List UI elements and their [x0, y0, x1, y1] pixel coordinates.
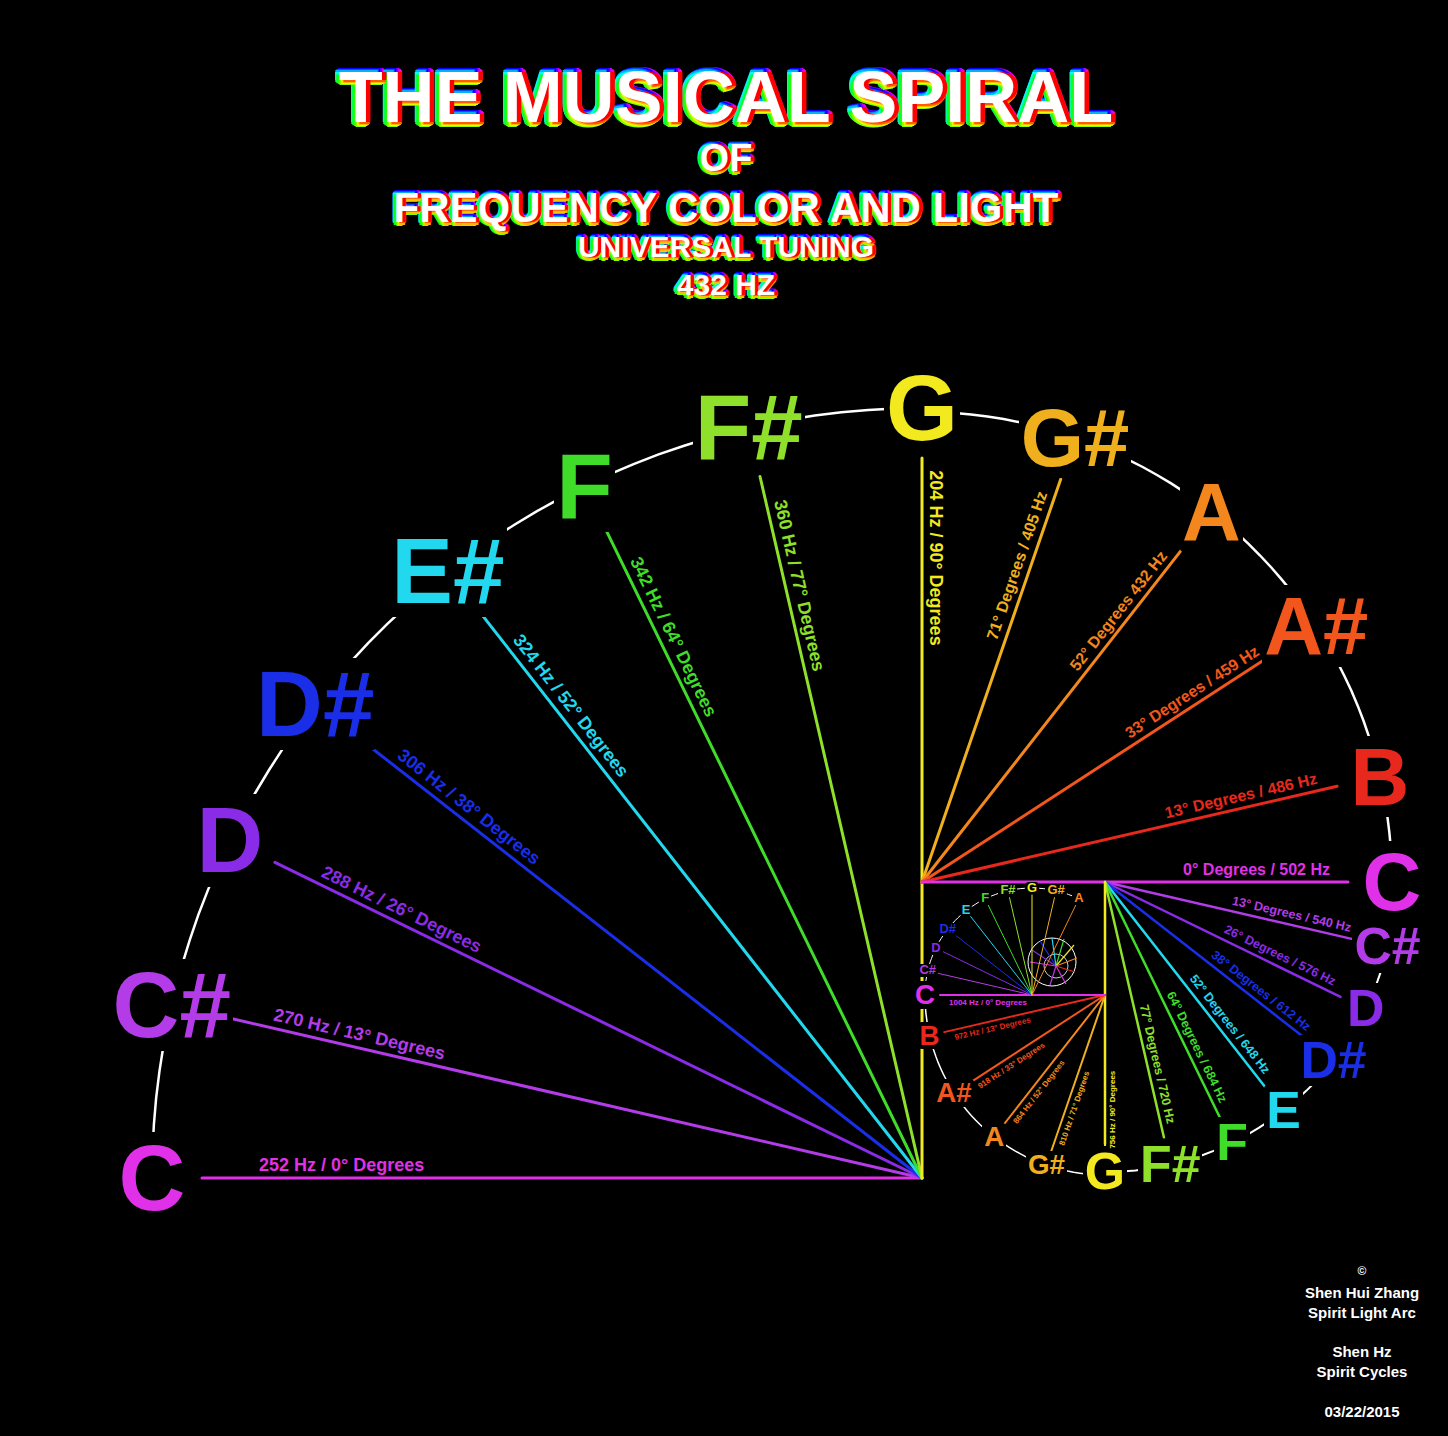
note-letter: G — [1083, 1146, 1127, 1198]
frequency-label: 270 Hz / 13° Degrees — [270, 1004, 449, 1064]
frequency-label: 71° Degrees / 405 Hz — [983, 487, 1052, 644]
ray-line — [606, 531, 922, 1178]
ray-line — [1032, 905, 1076, 995]
frequency-label: 972 Hz / 13° Degrees — [952, 1015, 1034, 1042]
swirl-ray — [1050, 966, 1056, 985]
note-letter: B — [918, 1022, 942, 1050]
note-letter: F# — [693, 381, 805, 474]
swirl-ray — [1056, 966, 1066, 984]
note-letter: F# — [998, 884, 1017, 897]
title: THE MUSICAL SPIRAL — [339, 61, 1114, 133]
note-letter: F# — [1138, 1139, 1202, 1191]
frequency-label: 864 Hz / 52° Degrees — [1010, 1057, 1068, 1127]
credit-text: 03/22/2015 — [1324, 1404, 1399, 1421]
subtitle: UNIVERSAL TUNING — [578, 232, 874, 262]
ray-line — [1032, 895, 1033, 995]
subtitle: OF — [700, 139, 753, 177]
ray-line — [202, 1177, 922, 1180]
ray-line — [988, 905, 1032, 995]
note-letter: F — [1214, 1117, 1250, 1169]
ray-line — [922, 650, 1279, 882]
frequency-label: 360 Hz / 77° Degrees — [769, 496, 829, 675]
spiral-arc — [1105, 882, 1395, 1172]
note-letter: A# — [934, 1079, 973, 1107]
frequency-label: 810 Hz / 71° Degrees — [1056, 1068, 1091, 1148]
note-letter: A — [1180, 471, 1243, 552]
note-letter: C — [913, 981, 937, 1009]
frequency-label: 204 Hz / 90° Degrees — [925, 468, 946, 647]
note-letter: C# — [111, 959, 233, 1052]
note-letter: F — [554, 440, 615, 533]
note-letter: E — [1264, 1085, 1303, 1137]
note-letter: C — [117, 1132, 188, 1225]
credit-text: Spirit Light Arc — [1308, 1305, 1416, 1322]
frequency-label: 288 Hz / 26° Degrees — [317, 861, 487, 958]
credit-text: Shen Hui Zhang — [1305, 1285, 1419, 1302]
credit-text: Spirit Cycles — [1317, 1364, 1408, 1381]
spiral-arc — [925, 888, 1079, 995]
credit-text: Shen Hz — [1332, 1344, 1391, 1361]
ray-line — [922, 786, 1337, 882]
ray-line — [944, 995, 1105, 1032]
note-letter: G# — [1045, 884, 1066, 897]
note-letter: F — [979, 892, 991, 905]
note-letter: D# — [937, 923, 958, 936]
ray-line — [1010, 898, 1033, 995]
note-letter: E# — [389, 525, 506, 618]
frequency-label: 306 Hz / 38° Degrees — [392, 744, 546, 871]
ray-line — [1104, 995, 1106, 1160]
frequency-label: 252 Hz / 0° Degrees — [257, 1154, 426, 1175]
subtitle: FREQUENCY COLOR AND LIGHT — [393, 187, 1058, 229]
credit-text: © — [1358, 1265, 1367, 1278]
note-letter: A — [982, 1123, 1006, 1151]
frequency-label: 756 Hz / 90° Degrees — [1108, 1069, 1117, 1151]
note-letter: A — [1072, 892, 1085, 905]
note-letter: C# — [1352, 921, 1422, 973]
note-letter: C — [1361, 841, 1424, 922]
frequency-label: 33° Degrees / 459 Hz — [1120, 641, 1264, 743]
swirl-ring — [1028, 938, 1076, 986]
ray-line — [1105, 882, 1341, 997]
subtitle: 432 HZ — [677, 270, 775, 300]
spiral-arc — [925, 995, 1105, 1175]
frequency-label: 918 Hz / 33° Degrees — [974, 1039, 1048, 1091]
note-letter: G# — [1019, 397, 1132, 478]
note-letter: G — [884, 362, 960, 455]
note-letter: G# — [1026, 1151, 1067, 1179]
note-letter: A# — [1262, 585, 1370, 666]
frequency-label: 0° Degrees / 502 Hz — [1181, 861, 1332, 879]
note-letter: D — [1345, 983, 1386, 1035]
note-letter: D — [929, 942, 942, 955]
frequency-label: 77° Degrees / 720 Hz — [1136, 1001, 1178, 1127]
ray-line — [940, 994, 1105, 996]
ray-line — [760, 477, 922, 1179]
note-letter: D# — [1298, 1035, 1368, 1087]
spiral-arc — [152, 408, 922, 1178]
frequency-label: 13° Degrees / 486 Hz — [1161, 769, 1321, 823]
ray-line — [275, 862, 922, 1178]
frequency-label: 13° Degrees / 540 Hz — [1229, 893, 1355, 935]
note-letter: G — [1025, 882, 1039, 895]
frequency-label: 324 Hz / 52° Degrees — [507, 629, 634, 783]
note-letter: C# — [917, 964, 938, 977]
spiral-arc — [922, 412, 1392, 882]
frequency-label: 1004 Hz / 0° Degrees — [947, 998, 1029, 1007]
ray-line — [355, 735, 922, 1178]
ray-line — [921, 458, 924, 1178]
note-letter: D — [195, 794, 266, 887]
ray-line — [942, 951, 1032, 995]
frequency-label: 342 Hz / 64° Degrees — [624, 552, 721, 722]
note-letter: B — [1349, 736, 1412, 817]
swirl-ray — [1056, 958, 1077, 966]
frequency-label: 52° Degrees 432 Hz — [1065, 546, 1172, 676]
ray-line — [1032, 898, 1055, 995]
note-letter: D# — [254, 658, 376, 751]
note-letter: E — [960, 904, 973, 917]
ray-line — [922, 881, 1348, 884]
